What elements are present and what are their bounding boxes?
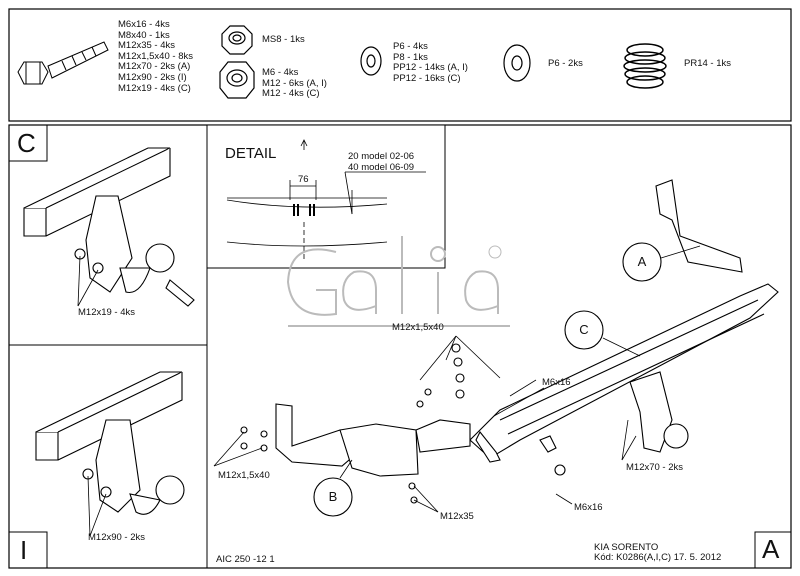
bolt-line: M12x70 - 2ks (A) [118,61,191,73]
detail-dimension: 76 [298,174,309,185]
kod-date: Kód: K0286(A,I,C) 17. 5. 2012 [594,552,722,563]
bolt-drawing [17,41,109,85]
washer-line: P8 - 1ks [393,51,428,63]
bolt-line: M8x40 - 1ks [118,29,170,41]
callout-c: C [579,322,589,337]
bolt-line: M12x19 - 4ks (C) [118,82,191,94]
ms8-label: MS8 - 1ks [262,34,305,45]
bolt-list: M6x16 - 4ks M8x40 - 1ks M12x35 - 4ks M12… [118,19,193,94]
nut-line: M12 - 4ks (C) [262,88,320,100]
bolt-line: M12x1,5x40 - 8ks [118,50,193,62]
washer-line: PP12 - 16ks (C) [393,72,461,84]
washer-p6-label: P6 - 2ks [548,58,583,69]
label-m6x16-bottom: M6x16 [574,502,603,513]
nut-line: M6 - 4ks [262,67,299,78]
bolt-line: M6x16 - 4ks [118,19,170,30]
panel-c-letter: C [17,128,36,158]
nut-list: M6 - 4ks M12 - 6ks (A, I) M12 - 4ks (C) [262,67,327,100]
detail-model-1: 20 model 02-06 [348,151,415,162]
spring-label: PR14 - 1ks [684,58,731,69]
washer-list: P6 - 4ks P8 - 1ks PP12 - 14ks (A, I) PP1… [393,41,468,84]
drawing-code: AIC 250 -12 1 [216,554,275,565]
callout-a: A [637,254,647,269]
label-m12x70: M12x70 - 2ks [626,462,684,473]
label-m12x1540-left: M12x1,5x40 [218,470,270,481]
nut-line: M12 - 6ks (A, I) [262,77,327,89]
washer-line: PP12 - 14ks (A, I) [393,62,468,74]
callout-b: B [328,489,338,504]
panel-i-letter: I [20,535,28,565]
panel-i-bolt-label: M12x90 - 2ks [88,532,146,543]
washer-line: P6 - 4ks [393,41,428,52]
label-m12x35: M12x35 [440,511,474,522]
sheet-letter: A [762,534,780,564]
galia-logo [286,236,510,327]
detail-title: DETAIL [225,145,277,162]
vehicle-name: KIA SORENTO [594,542,659,553]
bolt-line: M12x90 - 2ks (I) [118,71,187,83]
label-m12x1540-top: M12x1,5x40 [392,322,444,333]
panel-c-bolt-label: M12x19 - 4ks [78,307,136,318]
bolt-line: M12x35 - 4ks [118,40,176,52]
label-m6x16-top: M6x16 [542,377,571,388]
detail-model-2: 40 model 06-09 [348,162,415,173]
